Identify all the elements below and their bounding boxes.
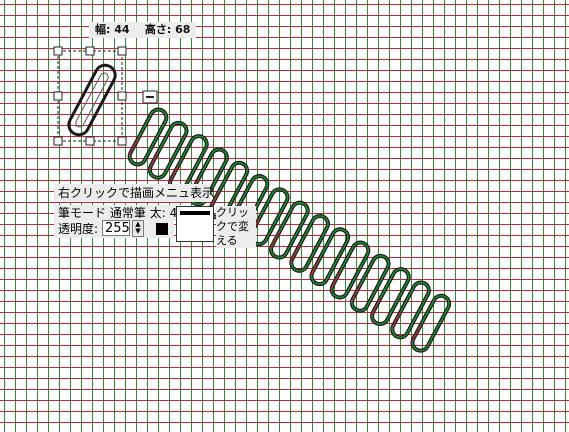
spring-loop	[289, 213, 330, 273]
resize-handle-icon[interactable]	[85, 136, 95, 146]
spring-loop	[370, 267, 411, 327]
opacity-spinner[interactable]: ▲ ▼	[132, 220, 144, 237]
width-value: 44	[114, 23, 130, 36]
resize-handle-icon[interactable]	[53, 91, 63, 101]
selection-box[interactable]	[53, 46, 158, 146]
right-click-hint: 右クリックで描画メニュ表示	[54, 184, 214, 202]
resize-handle-icon[interactable]	[53, 136, 63, 146]
pen-mode-value[interactable]: 通常筆	[109, 206, 146, 220]
spring-loop	[410, 293, 452, 353]
spring-loop	[309, 227, 351, 287]
pen-mode-row: 筆モード 通常筆 太: 4	[54, 205, 182, 221]
height-value: 68	[175, 23, 191, 36]
spring-loop	[147, 120, 189, 180]
thickness-label: 太:	[149, 206, 166, 220]
preview-click-hint: クリックで変える	[216, 206, 256, 248]
resize-handle-icon[interactable]	[117, 46, 127, 56]
resize-handle-icon[interactable]	[53, 46, 63, 56]
spring-loop	[127, 107, 169, 167]
opacity-row: 透明度: 255 ▲ ▼	[54, 220, 174, 238]
pen-preview[interactable]	[176, 206, 214, 242]
selected-loop	[67, 63, 117, 137]
selection-size-readout: 幅: 44 高さ: 68	[89, 22, 197, 38]
width-label: 幅:	[95, 23, 111, 36]
pen-color-swatch[interactable]	[156, 223, 168, 235]
resize-handle-icon[interactable]	[85, 46, 95, 56]
thickness-value[interactable]: 4	[169, 206, 178, 220]
resize-handle-icon[interactable]	[117, 91, 127, 101]
pen-mode-label: 筆モード	[58, 206, 107, 220]
spin-down-icon[interactable]: ▼	[135, 227, 141, 235]
spin-up-icon[interactable]: ▲	[135, 220, 141, 228]
height-label: 高さ:	[144, 23, 172, 36]
spring-loop	[349, 253, 391, 313]
resize-handle-icon[interactable]	[117, 136, 127, 146]
opacity-label: 透明度:	[58, 222, 99, 236]
opacity-input[interactable]: 255	[102, 220, 130, 236]
spring-loop	[390, 280, 431, 340]
pen-preview-line	[180, 211, 210, 215]
spring-loop	[269, 200, 310, 260]
spring-loop	[329, 240, 371, 300]
